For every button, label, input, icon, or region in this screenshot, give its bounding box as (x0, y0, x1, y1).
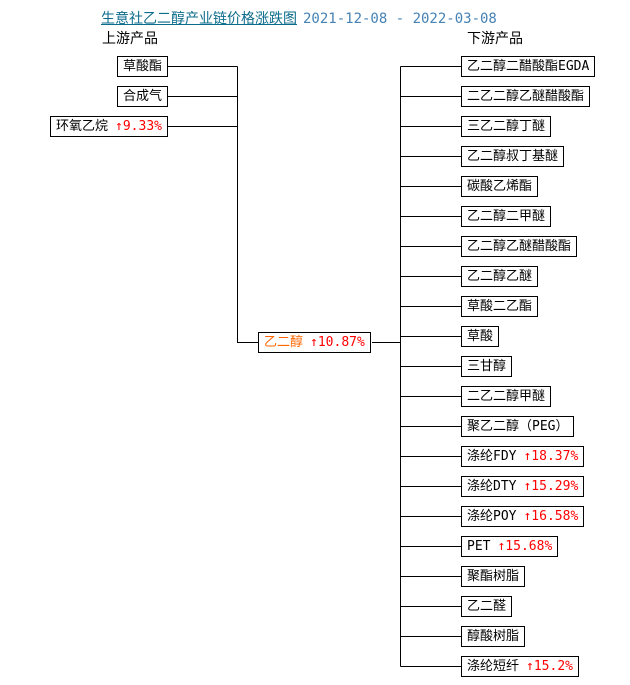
downstream-node: 乙二醇二甲醚 (461, 206, 552, 227)
product-label: 涤纶POY (467, 509, 517, 524)
downstream-node: 涤纶短纤 ↑15.2% (461, 656, 579, 677)
downstream-node: 涤纶FDY ↑18.37% (461, 446, 585, 467)
downstream-node: 乙二醛 (461, 596, 513, 617)
downstream-node: 草酸 (461, 326, 500, 347)
downstream-node: 聚乙二醇（PEG） (461, 416, 575, 437)
downstream-node: 乙二醇乙醚 (461, 266, 539, 287)
product-label: 醇酸树脂 (467, 629, 520, 644)
price-change: ↑9.33% (115, 119, 162, 134)
price-change: ↑15.2% (526, 659, 573, 674)
chart-title: 生意社乙二醇产业链价格涨跌图 2021-12-08 - 2022-03-08 (101, 8, 497, 28)
downstream-node: 碳酸乙烯酯 (461, 176, 539, 197)
downstream-section-label: 下游产品 (467, 31, 523, 47)
downstream-node: 草酸二乙酯 (461, 296, 539, 317)
product-label: 涤纶FDY (467, 449, 517, 464)
downstream-node: 醇酸树脂 (461, 626, 526, 647)
product-label: 乙二醇乙醚醋酸酯 (467, 239, 572, 254)
product-label: 三乙二醇丁醚 (467, 119, 546, 134)
product-label: 聚乙二醇（PEG） (467, 419, 569, 434)
upstream-node-hechengqi: 合成气 (116, 86, 168, 107)
product-label: 三甘醇 (467, 359, 507, 374)
product-label: 乙二醇二醋酸酯EGDA (467, 59, 590, 74)
downstream-node: 三甘醇 (461, 356, 513, 377)
price-change: ↑18.37% (523, 449, 579, 464)
product-label: 聚酯树脂 (467, 569, 520, 584)
downstream-node: 涤纶POY ↑16.58% (461, 506, 585, 527)
price-change: ↑10.87% (310, 335, 365, 350)
upstream-node-huanyangyiwan: 环氧乙烷 ↑9.33% (50, 116, 168, 137)
product-label: 乙二醛 (467, 599, 507, 614)
product-label: 乙二醇叔丁基醚 (467, 149, 559, 164)
center-node-yiglycol: 乙二醇 ↑10.87% (258, 332, 371, 353)
product-label: 合成气 (122, 89, 162, 104)
chart-title-link[interactable]: 生意社乙二醇产业链价格涨跌图 (101, 11, 297, 27)
product-label: 草酸酯 (122, 59, 162, 74)
downstream-node: 乙二醇乙醚醋酸酯 (461, 236, 578, 257)
downstream-node: 二乙二醇乙醚醋酸酯 (461, 86, 591, 107)
chart-date-range: 2021-12-08 - 2022-03-08 (303, 11, 497, 27)
price-change: ↑15.68% (497, 539, 553, 554)
upstream-section-label: 上游产品 (102, 31, 158, 47)
downstream-node: 乙二醇叔丁基醚 (461, 146, 565, 167)
product-label: 草酸 (467, 329, 494, 344)
product-label: 涤纶DTY (467, 479, 517, 494)
price-change: ↑15.29% (523, 479, 579, 494)
downstream-node: 二乙二醇甲醚 (461, 386, 552, 407)
downstream-node: 聚酯树脂 (461, 566, 526, 587)
product-label: PET (467, 539, 491, 554)
product-label: 乙二醇二甲醚 (467, 209, 546, 224)
downstream-node: 涤纶DTY ↑15.29% (461, 476, 585, 497)
product-label: 环氧乙烷 (56, 119, 109, 134)
product-label: 草酸二乙酯 (467, 299, 533, 314)
product-label: 乙二醇乙醚 (467, 269, 533, 284)
downstream-node: PET ↑15.68% (461, 536, 559, 557)
product-label: 碳酸乙烯酯 (467, 179, 533, 194)
product-label: 二乙二醇甲醚 (467, 389, 546, 404)
product-label: 二乙二醇乙醚醋酸酯 (467, 89, 585, 104)
downstream-node: 乙二醇二醋酸酯EGDA (461, 56, 596, 77)
downstream-node: 三乙二醇丁醚 (461, 116, 552, 137)
product-label: 涤纶短纤 (467, 659, 520, 674)
upstream-node-caosuanzhi: 草酸酯 (116, 56, 168, 77)
product-label: 乙二醇 (264, 335, 304, 350)
price-change: ↑16.58% (523, 509, 579, 524)
